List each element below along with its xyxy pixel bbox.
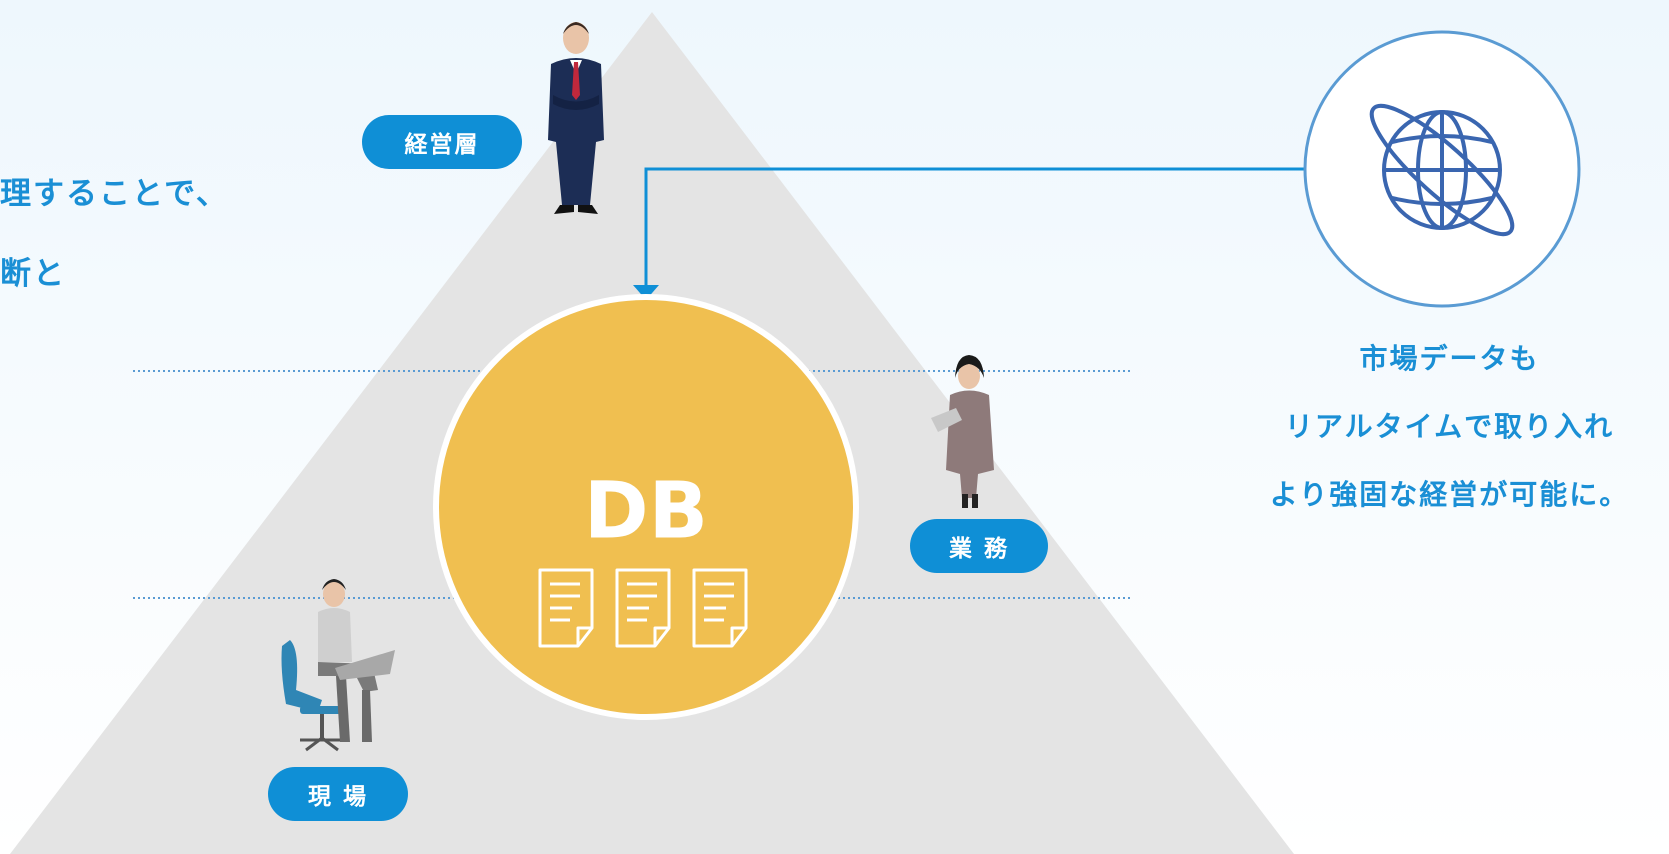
worker-laptop-chair-figure [281, 579, 395, 752]
market-data-line-2: リアルタイムで取り入れ [1284, 410, 1615, 443]
market-data-description: 市場データも リアルタイムで取り入れ より強固な経営が可能に。 [1230, 325, 1669, 529]
market-data-connector-arrow [644, 167, 1305, 293]
arrow-head [633, 285, 659, 300]
document-icon [538, 568, 594, 648]
db-label: DB [584, 466, 708, 556]
field-label: 現 場 [268, 767, 408, 821]
left-description-line-2: 断と [0, 256, 66, 292]
document-icon [615, 568, 671, 648]
market-data-line-1: 市場データも [1359, 342, 1540, 375]
globe-icon [1369, 103, 1515, 237]
businessman-figure [548, 22, 604, 214]
document-icon [692, 568, 748, 648]
left-description-line-1: 理することで、 [0, 176, 229, 212]
operations-label: 業 務 [910, 519, 1048, 573]
market-data-line-3: より強固な経営が可能に。 [1269, 478, 1630, 511]
executive-label: 経営層 [362, 115, 522, 169]
businesswoman-tablet-figure [931, 355, 994, 508]
